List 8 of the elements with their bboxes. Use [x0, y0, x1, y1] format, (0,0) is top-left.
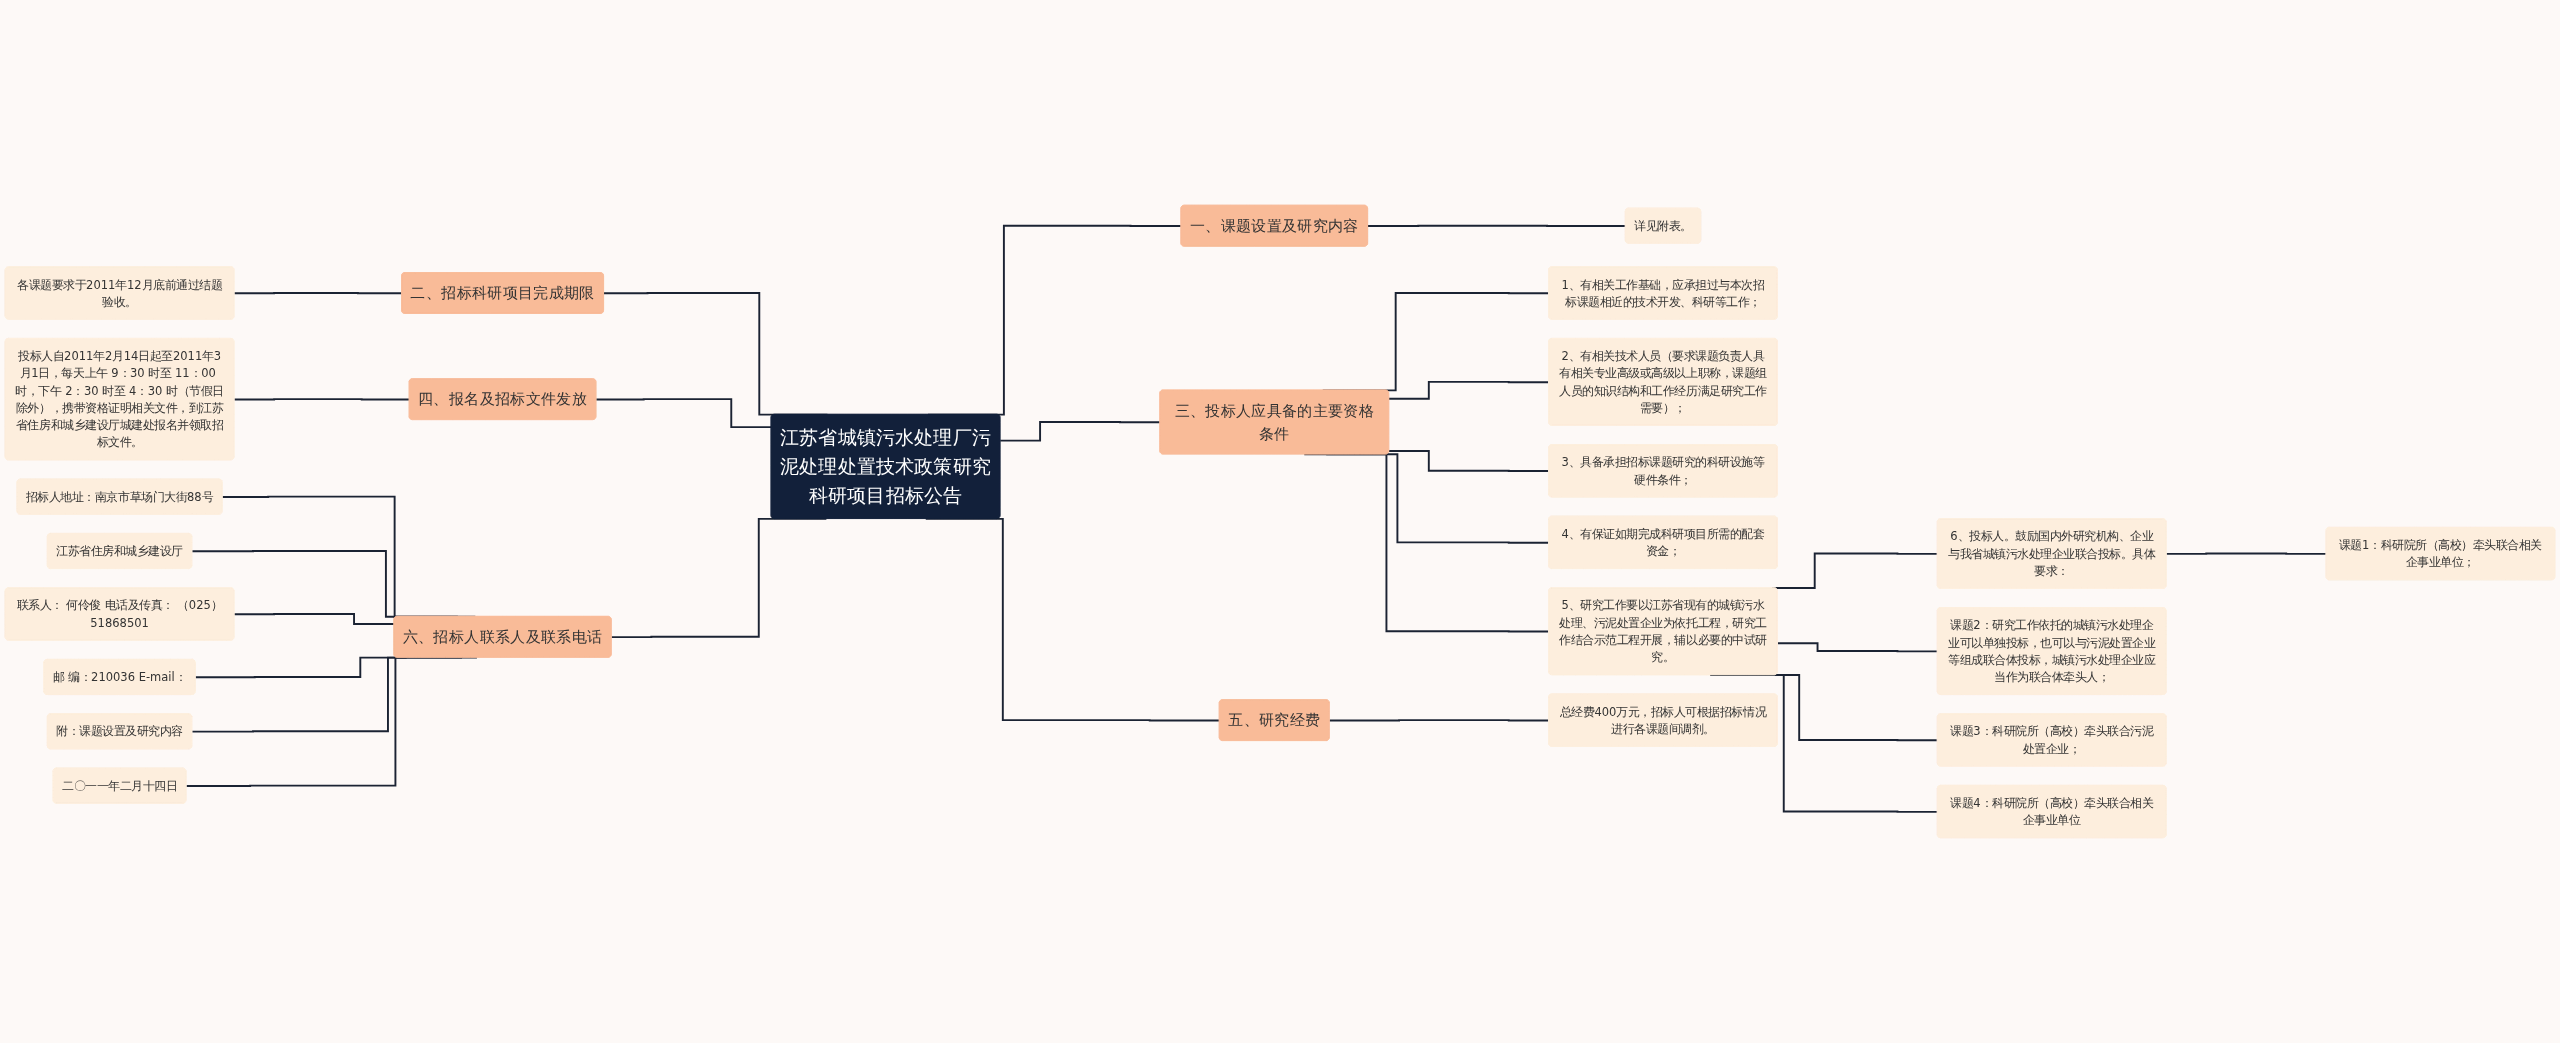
connector	[1388, 450, 1550, 473]
connector	[233, 398, 411, 401]
connector	[595, 398, 773, 429]
connector	[1776, 642, 1939, 653]
connector	[1388, 380, 1550, 400]
connector	[1328, 719, 1550, 722]
connector	[1366, 224, 1627, 227]
connector	[233, 292, 403, 295]
